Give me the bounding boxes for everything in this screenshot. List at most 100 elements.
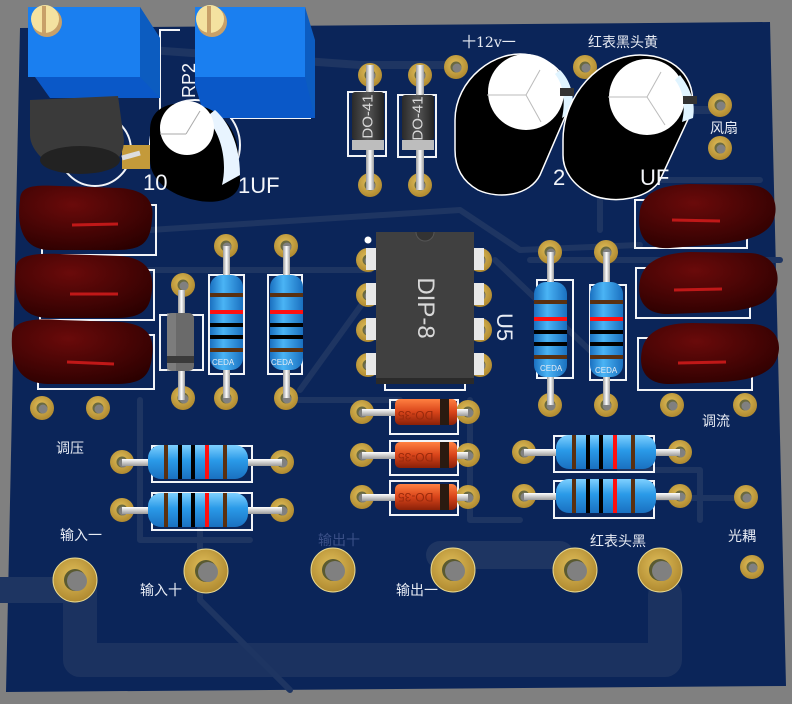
do41-label-2: DO-41 (409, 96, 427, 141)
color-band (572, 479, 576, 513)
label-output-plus: 输出十 (318, 533, 360, 549)
resistor-marking: CEDA (212, 358, 235, 367)
label-12v-power: 十12v一 (462, 35, 516, 51)
ic-pin (366, 248, 378, 270)
cap-large-value-left: 2 (553, 165, 566, 190)
pads (30, 55, 764, 603)
color-band (223, 493, 227, 527)
film-capacitor (11, 319, 153, 384)
color-band (590, 342, 623, 346)
resistor-horizontal (122, 493, 282, 527)
color-band (205, 493, 209, 527)
color-band (631, 435, 635, 469)
color-band (534, 330, 567, 334)
ic-pin (472, 283, 484, 305)
diode-do35 (362, 399, 468, 425)
color-band (586, 435, 590, 469)
color-band (613, 479, 617, 513)
pad (444, 55, 468, 79)
ic-pin (472, 353, 484, 375)
label-adjust-current: 调流 (702, 414, 730, 430)
terminal-pad (430, 547, 476, 593)
resistor-marking: CEDA (271, 358, 294, 367)
horizontal-resistors (122, 435, 680, 527)
color-band (599, 479, 603, 513)
film-capacitors (11, 184, 779, 385)
diode-small-vertical (167, 290, 194, 400)
color-band (210, 293, 243, 297)
label-output-minus: 输出一 (396, 583, 438, 599)
terminal-pad (552, 547, 598, 593)
color-band (534, 317, 567, 321)
color-band (590, 330, 623, 334)
resistor-vertical (534, 252, 567, 405)
resistor-horizontal (524, 479, 680, 513)
film-capacitor (639, 252, 778, 315)
electrolytic-capacitors (150, 53, 697, 202)
terminal-pad (52, 557, 98, 603)
color-band (270, 348, 303, 352)
resistor-vertical (590, 252, 623, 405)
do35-diodes (362, 399, 468, 510)
terminal-pad (183, 548, 229, 594)
color-band (534, 342, 567, 346)
color-band (631, 479, 635, 513)
resistor-vertical (270, 246, 303, 398)
ic-pin (366, 318, 378, 340)
color-band (590, 317, 623, 321)
ic-ref-label: U5 (492, 312, 518, 342)
terminal-pad (637, 547, 683, 593)
ic-package-label: DIP-8 (412, 277, 439, 339)
color-band (210, 348, 243, 352)
pad (733, 393, 757, 417)
color-band (270, 310, 303, 314)
resistor-marking: CEDA (540, 364, 563, 373)
pad (708, 136, 732, 160)
pad (573, 55, 597, 79)
color-band (270, 335, 303, 339)
resistor-vertical (210, 246, 243, 398)
color-band (205, 445, 209, 479)
diode-do35 (362, 484, 468, 510)
ic-pin (366, 283, 378, 305)
film-capacitor (15, 253, 153, 318)
label-meter-red-black: 红表头黑 (590, 534, 646, 550)
diode-do35 (362, 442, 468, 468)
do41-label-1: DO-41 (359, 94, 377, 139)
pad (30, 396, 54, 420)
label-input-plus: 输入十 (140, 583, 182, 599)
label-meter-red-black-yellow: 红表黑头黄 (588, 35, 658, 51)
terminal-pad (310, 547, 356, 593)
color-band (270, 323, 303, 327)
trimpots (28, 5, 315, 118)
color-band (270, 293, 303, 297)
ic-pin (366, 353, 378, 375)
pad (86, 396, 110, 420)
film-capacitor (19, 185, 153, 250)
color-band (191, 493, 195, 527)
label-fan: 风扇 (710, 121, 738, 137)
label-adjust-voltage: 调压 (56, 441, 84, 457)
do35-label-1: DO-35 (398, 408, 434, 422)
color-band (178, 493, 182, 527)
ic-dip8 (364, 231, 484, 384)
color-band (613, 435, 617, 469)
color-band (210, 310, 243, 314)
color-band (178, 445, 182, 479)
ic-pin (472, 248, 484, 270)
resistor-marking: CEDA (595, 366, 618, 375)
color-band (164, 493, 168, 527)
color-band (572, 435, 576, 469)
color-band (210, 323, 243, 327)
color-band (534, 355, 567, 359)
resistor-horizontal (524, 435, 680, 469)
ic-pin (472, 318, 484, 340)
cap-small-value-left: 10 (143, 170, 168, 195)
cap-small-value-right: 1UF (238, 173, 280, 198)
color-band (191, 445, 195, 479)
trimpot-ref-label: RP2 (179, 62, 200, 99)
color-band (534, 300, 567, 304)
pad (660, 393, 684, 417)
